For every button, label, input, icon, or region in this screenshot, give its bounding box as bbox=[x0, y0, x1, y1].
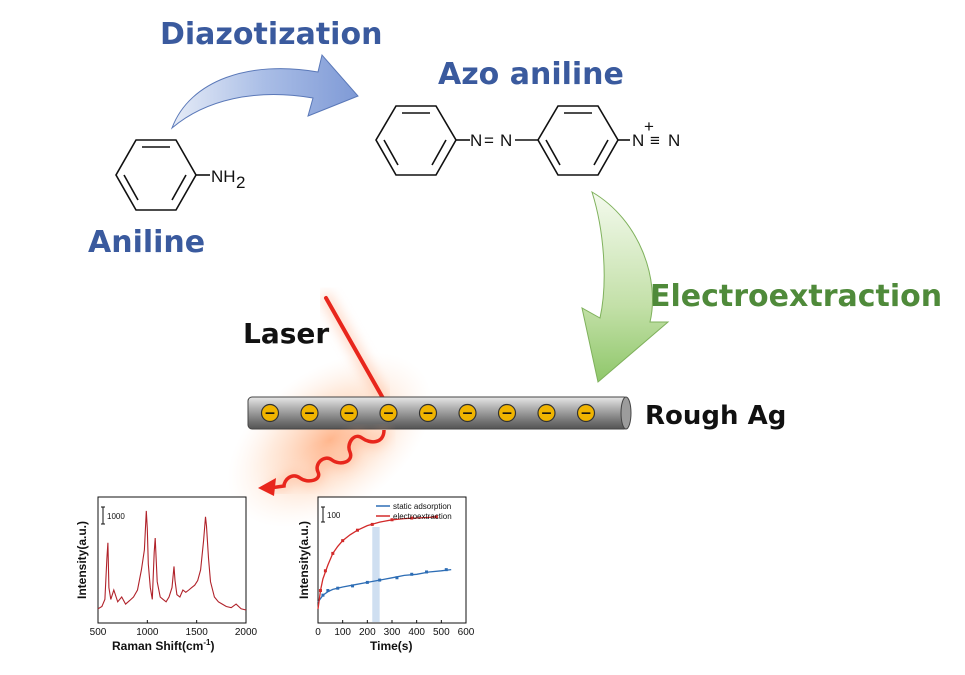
negative-charge: − bbox=[576, 403, 596, 423]
charge-sign: − bbox=[462, 406, 474, 422]
charge-circle bbox=[458, 403, 477, 423]
negative-charge: − bbox=[497, 403, 517, 423]
charge-sign: − bbox=[580, 406, 592, 422]
scattered-light-wave bbox=[269, 429, 386, 490]
negative-charge: − bbox=[458, 403, 477, 423]
raman-xlabel-close: ) bbox=[210, 639, 214, 653]
charge-sign: − bbox=[541, 406, 553, 422]
electroextraction-marker bbox=[390, 518, 394, 522]
diazonium-plus: + bbox=[644, 117, 654, 136]
charge-circle bbox=[260, 403, 280, 423]
diazonium-n: N bbox=[632, 131, 644, 150]
static-adsorption-marker bbox=[444, 568, 448, 572]
kinetics-xtick-label: 600 bbox=[458, 627, 475, 638]
raman-xtick-label: 500 bbox=[90, 627, 107, 638]
kinetics-xtick-label: 500 bbox=[433, 627, 450, 638]
raman-chart: 500 1000 1500 2000 1000 Intensity(a.u.) Ram… bbox=[75, 496, 258, 653]
static-adsorption-marker bbox=[351, 584, 355, 588]
legend-static-label: static adsorption bbox=[393, 502, 451, 511]
charge-circle bbox=[379, 403, 398, 423]
kinetics-xtick-label: 400 bbox=[408, 627, 425, 638]
raman-xtick-label: 2000 bbox=[235, 627, 258, 638]
charge-sign: − bbox=[343, 406, 355, 422]
charge-circle bbox=[497, 403, 517, 423]
raman-scale-bar-label: 1000 bbox=[107, 512, 125, 521]
kinetics-ylabel: Intensity(a.u.) bbox=[297, 521, 311, 599]
azo-n1: N bbox=[470, 131, 482, 150]
electroextraction-marker bbox=[318, 589, 322, 593]
laser-label: Laser bbox=[243, 317, 329, 350]
legend-electro-label: electroextraction bbox=[393, 512, 452, 521]
charge-circle bbox=[537, 403, 556, 423]
electroextraction-marker bbox=[331, 551, 335, 555]
negative-charge: − bbox=[339, 403, 359, 423]
static-adsorption-marker bbox=[425, 570, 429, 574]
raman-ylabel: Intensity(a.u.) bbox=[75, 521, 89, 599]
raman-xlabel: Raman Shift(cm-1) bbox=[112, 638, 214, 653]
azo-double-bond: = bbox=[484, 131, 494, 150]
electroextraction-marker bbox=[410, 516, 414, 520]
negative-charge: − bbox=[300, 403, 319, 423]
raman-xtick-label: 1000 bbox=[136, 627, 159, 638]
electroextraction-marker bbox=[370, 522, 374, 526]
azo-aniline-molecule bbox=[375, 105, 630, 176]
charge-circle bbox=[576, 403, 596, 423]
kinetics-chart: 0 100 200 300 400 500 600 100 static adsorptio… bbox=[297, 496, 475, 653]
electroextraction-marker bbox=[434, 515, 438, 519]
static-adsorption-marker bbox=[336, 586, 340, 590]
kinetics-highlight-band bbox=[372, 527, 380, 622]
azo-aniline-label: Azo aniline bbox=[438, 57, 624, 92]
static-adsorption-marker bbox=[321, 593, 325, 597]
charge-sign: − bbox=[422, 406, 434, 422]
laser-beam bbox=[324, 296, 386, 402]
electrode-charges: −−−−−−−−− bbox=[260, 403, 596, 423]
raman-series-line bbox=[97, 510, 247, 611]
raman-xtick-label: 1500 bbox=[186, 627, 209, 638]
electroextraction-marker bbox=[341, 539, 345, 543]
electroextraction-arrow bbox=[581, 190, 670, 383]
charge-sign: − bbox=[501, 406, 513, 422]
diazotization-arrow bbox=[170, 53, 359, 130]
rough-ag-label: Rough Ag bbox=[645, 401, 786, 431]
static-adsorption-marker bbox=[378, 578, 382, 582]
kinetics-scale-bar-label: 100 bbox=[327, 511, 341, 520]
electroextraction-marker bbox=[323, 569, 327, 573]
charge-sign: − bbox=[304, 406, 316, 422]
amine-group-label: NH bbox=[211, 167, 236, 186]
negative-charge: − bbox=[537, 403, 556, 423]
diazonium-triple-bond: ≡ bbox=[650, 131, 660, 150]
aniline-molecule bbox=[115, 139, 210, 211]
negative-charge: − bbox=[418, 403, 438, 423]
aniline-label: Aniline bbox=[88, 225, 205, 260]
static-adsorption-marker bbox=[410, 572, 414, 576]
static-adsorption-marker bbox=[395, 576, 399, 580]
scattered-light-arrowhead bbox=[258, 478, 276, 496]
kinetics-xtick-label: 300 bbox=[384, 627, 401, 638]
charge-circle bbox=[339, 403, 359, 423]
charge-sign: − bbox=[264, 406, 276, 422]
amine-subscript: 2 bbox=[236, 173, 245, 192]
kinetics-xlabel: Time(s) bbox=[370, 639, 412, 653]
negative-charge: − bbox=[260, 403, 280, 423]
azo-n2: N bbox=[500, 131, 512, 150]
charge-circle bbox=[418, 403, 438, 423]
kinetics-xtick-label: 100 bbox=[334, 627, 351, 638]
kinetics-xtick-label: 0 bbox=[315, 627, 321, 638]
electroextraction-label: Electroextraction bbox=[650, 279, 942, 314]
negative-charge: − bbox=[379, 403, 398, 423]
kinetics-xtick-label: 200 bbox=[359, 627, 376, 638]
static-adsorption-marker bbox=[326, 589, 330, 593]
raman-xlabel-sup: -1 bbox=[203, 638, 211, 647]
raman-xlabel-main: Raman Shift(cm bbox=[112, 639, 203, 653]
raman-plot-frame bbox=[97, 496, 247, 624]
charge-circle bbox=[300, 403, 319, 423]
electrode-end-cap bbox=[620, 396, 632, 430]
static-adsorption-marker bbox=[365, 580, 369, 584]
electroextraction-marker bbox=[355, 528, 359, 532]
diazonium-n2: N bbox=[668, 131, 680, 150]
diazotization-label: Diazotization bbox=[160, 17, 382, 52]
charge-sign: − bbox=[383, 406, 395, 422]
